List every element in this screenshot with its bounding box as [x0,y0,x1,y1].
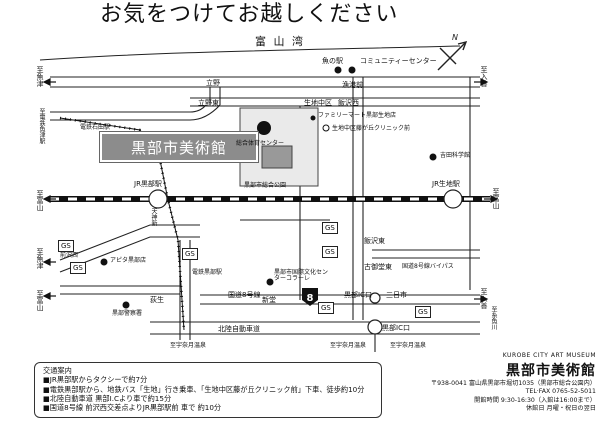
label-police: 黒部警察署 [112,310,143,317]
label-clinic: 生地中区藤が丘クリニック前 [332,125,411,132]
museum-tel: TEL·FAX 0765-52-5011 [525,388,596,396]
label-to-irizen-top: 至入善 [480,66,488,87]
label-dentetsu-ishida: 電鉄石田駅 [80,124,111,131]
gas-station-icon: GS [322,246,338,258]
label-kurobe-ic-jct: 黒部IC口 [344,291,372,299]
svg-text:N: N [452,33,458,42]
label-culture-center: 黒部市国際文化センターコラーレ [274,269,329,282]
museum-closed: 休館日 月曜・祝日の翌日 [525,405,596,413]
museum-info: KUROBE CITY ART MUSEUM 黒部市美術館 〒938-0041 … [388,352,596,413]
label-to-uozu-mid: 至魚津 [36,248,44,269]
label-kokuten: 古御堂東 [364,263,392,271]
police-marker-icon [122,301,130,309]
label-yoshida: 吉田科学館 [440,152,471,159]
community-center-marker-icon [348,66,356,74]
gas-station-icon: GS [70,262,86,274]
label-to-toyama-right: 至富山 [492,188,500,209]
label-to-toyama-bottom: 至富山 [36,290,44,311]
museum-hours: 開館時間 9:30-16:30（入館は16:00まで） [474,396,596,404]
coastline [39,45,461,61]
label-shinto: 新堂 [262,296,276,304]
clinic-marker-icon [322,124,330,132]
label-kurobe-ic: 黒部IC口 [382,324,410,332]
label-gyogyomae: 漁港前 [342,81,363,89]
culture-center-marker-icon [266,278,274,286]
gas-station-icon: GS [322,222,338,234]
gas-station-icon: GS [318,302,334,314]
apita-marker-icon [100,258,108,266]
label-tenjin: 天神新 [150,208,157,226]
kurobe-ic-jct-icon [369,292,381,304]
gas-station-icon: GS [58,240,74,252]
label-tachino: 立野 [206,79,220,87]
gas-station-icon: GS [415,306,431,318]
label-fish-station: 魚の駅 [322,57,343,65]
label-park: 黒部市総合公園 [244,182,287,189]
svg-text:8: 8 [307,293,314,304]
label-apita: アピタ黒部店 [110,257,147,264]
jr-kurobe-station-icon [148,189,168,209]
label-jr-kurobe: JR黒部駅 [134,180,162,188]
label-to-toyama-left: 至富山 [36,190,44,211]
label-jr-ikuji: JR生地駅 [432,180,460,188]
label-to-unazuki-2: 至宇奈月温泉 [330,342,367,349]
fish-station-marker-icon [334,66,342,74]
label-route8: 国道8号線 [228,291,261,299]
museum-name-en: KUROBE CITY ART MUSEUM [502,352,596,359]
label-community-center: コミュニティーセンター [360,57,437,65]
museum-label: 黒部市美術館 [99,131,259,163]
label-gym: 総合体育センター [236,140,285,147]
label-maezawa-west: 前沢西 [60,252,79,259]
museum-name-jp: 黒部市美術館 [506,363,596,379]
access-heading: 交通案内 [43,366,72,375]
gas-station-icon: GS [182,248,198,260]
yoshida-marker-icon [429,153,437,161]
label-iizawa-east: 飯沢東 [364,237,385,245]
label-bypass: 国道8号線バイパス [402,263,454,270]
label-ikuji-naka: 生地中区 [304,99,332,107]
route-8-shield-icon: 8 [302,288,318,306]
gym-building-icon [261,145,293,169]
sea-label: 富 山 湾 [255,35,305,48]
access-line: ■北陸自動車道 黒部I.Cより車で約15分 [43,394,172,404]
label-tachino-higashi: 立野東 [198,99,219,107]
access-info-box: 交通案内 ■JR黒部駅からタクシーで約7分 ■電鉄黒部駅から、地鉄バス「生地」行… [34,362,382,418]
label-to-uozu-top: 至魚津 [36,66,44,87]
access-line: ■JR黒部駅からタクシーで約7分 [43,375,148,385]
bus-stop-icon [310,115,316,121]
road-network [50,76,480,352]
access-line: ■電鉄黒部駅から、地鉄バス「生地」行き乗車、「生地中区藤が丘クリニック前」下車、… [43,384,365,394]
label-to-itoigawa: 至糸魚川 [490,306,497,330]
label-to-unazuki-1: 至宇奈月温泉 [170,342,207,349]
north-arrow-icon [437,40,468,71]
label-familymart: ファミリーマート黒部生地店 [318,112,397,119]
page-title: お気をつけてお越しください [100,2,399,27]
kurobe-ic-icon [367,319,383,335]
label-zoukata: 荻生 [150,296,164,304]
label-mikkaichi: 三日市 [386,291,407,299]
label-iizawa-west: 飯沢西 [338,99,359,107]
museum-address: 〒938-0041 富山県黒部市堀切1035（黒部市総合公園内） [430,380,596,387]
museum-marker-icon [257,121,271,135]
jr-ikuji-station-icon [443,189,463,209]
label-hokuriku: 北陸自動車道 [218,325,260,333]
label-dentetsu-kurobe: 電鉄黒部駅 [192,269,223,276]
label-to-dentetsu-uozu: 至電鉄魚津駅 [38,108,45,144]
access-line: ■国道8号線 前沢西交差点よりJR黒部駅前 車で 約10分 [43,403,222,413]
label-to-unazuki-3: 至宇奈月温泉 [390,342,427,349]
label-to-irizen-bottom: 至入善 [480,288,488,309]
